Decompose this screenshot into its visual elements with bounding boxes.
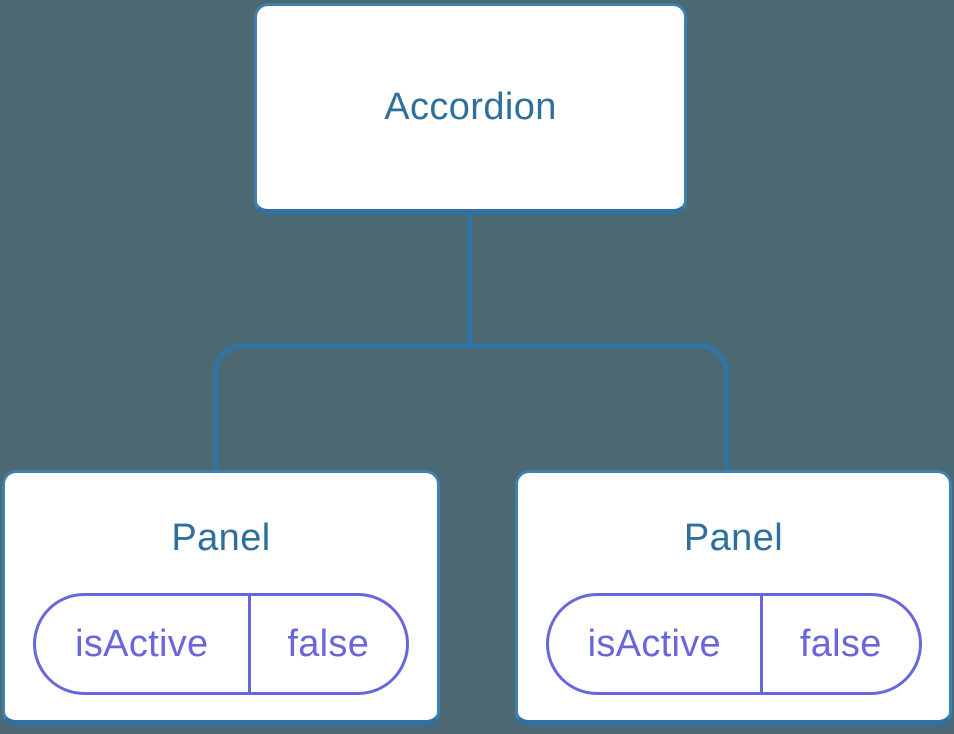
tree-connector-bracket	[213, 343, 729, 470]
state-pill: isActive false	[33, 593, 409, 695]
panel-node-label: Panel	[171, 517, 271, 559]
state-value: false	[799, 622, 882, 665]
component-node-panel-2: Panel isActive false	[515, 470, 952, 726]
tree-connector-stem	[467, 214, 472, 346]
state-name: isActive	[36, 596, 251, 692]
state-value: false	[287, 622, 370, 665]
panel-node-label: Panel	[683, 517, 784, 559]
accordion-node-label: Accordion	[384, 86, 557, 128]
state-name: isActive	[549, 596, 764, 692]
component-node-panel-1: Panel isActive false	[2, 470, 440, 726]
component-node-accordion: Accordion	[254, 3, 687, 215]
state-pill: isActive false	[545, 593, 922, 695]
